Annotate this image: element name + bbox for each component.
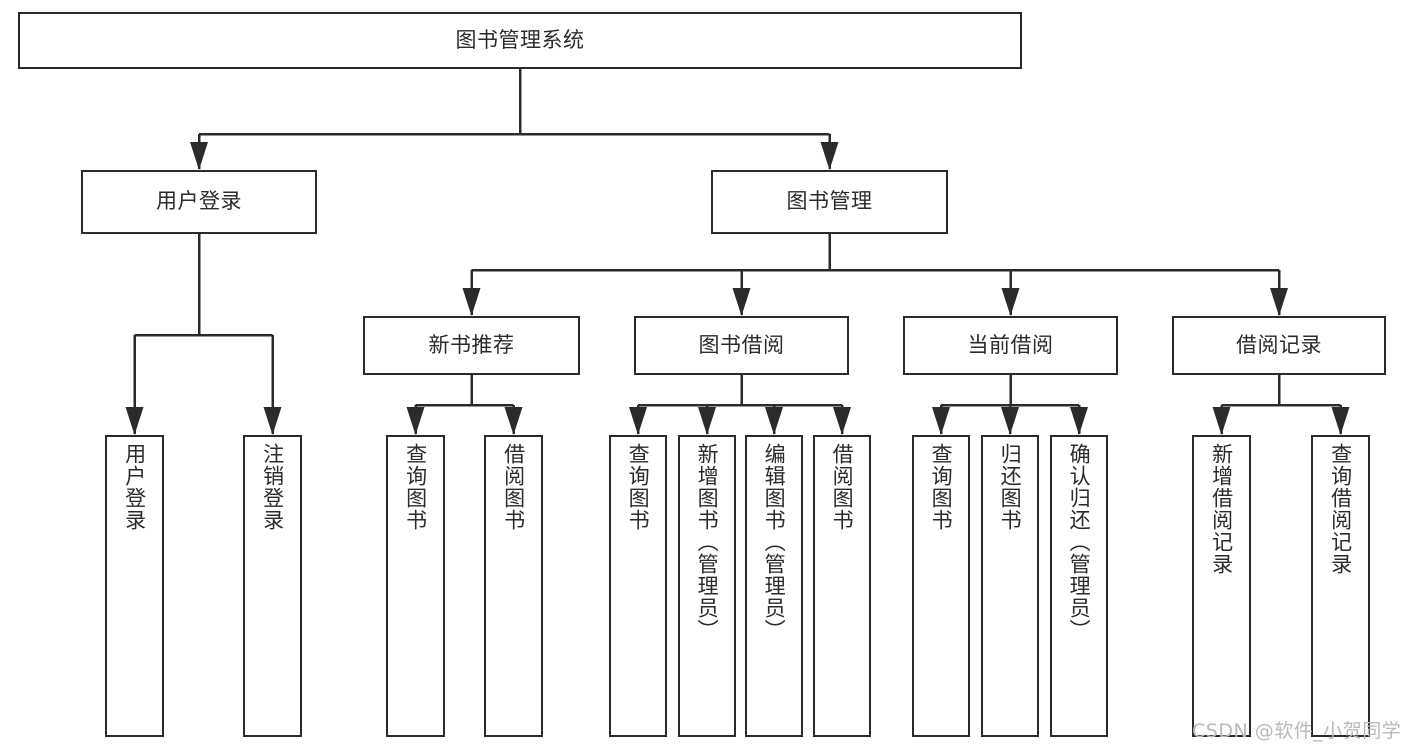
node-label: 查询图书 bbox=[626, 443, 651, 531]
arrowhead-icon bbox=[1001, 407, 1019, 435]
node-label: 新增图书（管理员） bbox=[695, 443, 720, 641]
node-label: 注销登录 bbox=[260, 443, 285, 531]
node-l-querybook1: 查询图书 bbox=[386, 435, 445, 737]
node-records: 借阅记录 bbox=[1172, 316, 1386, 375]
node-label: 借阅图书 bbox=[501, 443, 526, 531]
node-label: 查询图书 bbox=[929, 443, 954, 531]
node-l-queryrecord: 查询借阅记录 bbox=[1311, 435, 1370, 737]
node-label: 借阅图书 bbox=[830, 443, 855, 531]
arrowhead-icon bbox=[765, 407, 783, 435]
node-l-returnbook: 归还图书 bbox=[981, 435, 1039, 737]
node-label: 确认归还（管理员） bbox=[1067, 443, 1092, 641]
arrowhead-icon bbox=[820, 142, 839, 170]
node-bookmgmt: 图书管理 bbox=[711, 170, 948, 234]
node-login: 用户登录 bbox=[81, 170, 317, 234]
arrowhead-icon bbox=[629, 407, 647, 435]
arrowhead-icon bbox=[833, 407, 851, 435]
node-l-querybook2: 查询图书 bbox=[609, 435, 667, 737]
arrowhead-icon bbox=[1001, 288, 1020, 316]
arrowhead-icon bbox=[1212, 407, 1231, 435]
node-l-borrowbook1: 借阅图书 bbox=[484, 435, 543, 737]
node-current: 当前借阅 bbox=[903, 316, 1118, 375]
node-label: 当前借阅 bbox=[967, 332, 1054, 357]
node-l-userlogin: 用户登录 bbox=[105, 435, 164, 737]
node-borrow: 图书借阅 bbox=[634, 316, 849, 375]
arrowhead-icon bbox=[406, 407, 425, 435]
arrowhead-icon bbox=[1070, 407, 1088, 435]
arrowhead-icon bbox=[698, 407, 716, 435]
node-label: 新增借阅记录 bbox=[1209, 443, 1234, 575]
node-label: 用户登录 bbox=[122, 443, 147, 531]
arrowhead-icon bbox=[462, 288, 481, 316]
node-label: 归还图书 bbox=[998, 443, 1023, 531]
arrowhead-icon bbox=[1331, 407, 1350, 435]
arrowhead-icon bbox=[263, 407, 282, 435]
watermark-text: CSDN @软件_小贺同学 bbox=[1192, 720, 1402, 742]
node-label: 图书管理 bbox=[786, 189, 873, 214]
arrowhead-icon bbox=[504, 407, 523, 435]
node-root: 图书管理系统 bbox=[18, 12, 1022, 69]
node-label: 借阅记录 bbox=[1236, 332, 1322, 357]
arrowhead-icon bbox=[732, 288, 751, 316]
node-l-editbook: 编辑图书（管理员） bbox=[745, 435, 803, 737]
node-label: 图书借阅 bbox=[698, 332, 785, 357]
arrowhead-icon bbox=[125, 407, 144, 435]
node-label: 用户登录 bbox=[156, 189, 242, 214]
arrowhead-icon bbox=[190, 142, 208, 170]
arrowhead-icon bbox=[932, 407, 950, 435]
node-l-addbook: 新增图书（管理员） bbox=[678, 435, 736, 737]
node-l-addrecord: 新增借阅记录 bbox=[1192, 435, 1251, 737]
node-l-confirm: 确认归还（管理员） bbox=[1050, 435, 1108, 737]
node-label: 查询借阅记录 bbox=[1328, 443, 1353, 575]
node-label: 新书推荐 bbox=[428, 332, 515, 357]
arrowhead-icon bbox=[1270, 288, 1288, 316]
node-l-querybook3: 查询图书 bbox=[912, 435, 970, 737]
node-l-borrowbook2: 借阅图书 bbox=[813, 435, 871, 737]
node-newbook: 新书推荐 bbox=[363, 316, 580, 375]
node-label: 编辑图书（管理员） bbox=[762, 443, 787, 641]
node-label: 查询图书 bbox=[403, 443, 428, 531]
node-label: 图书管理系统 bbox=[455, 27, 585, 52]
node-l-logout: 注销登录 bbox=[243, 435, 302, 737]
